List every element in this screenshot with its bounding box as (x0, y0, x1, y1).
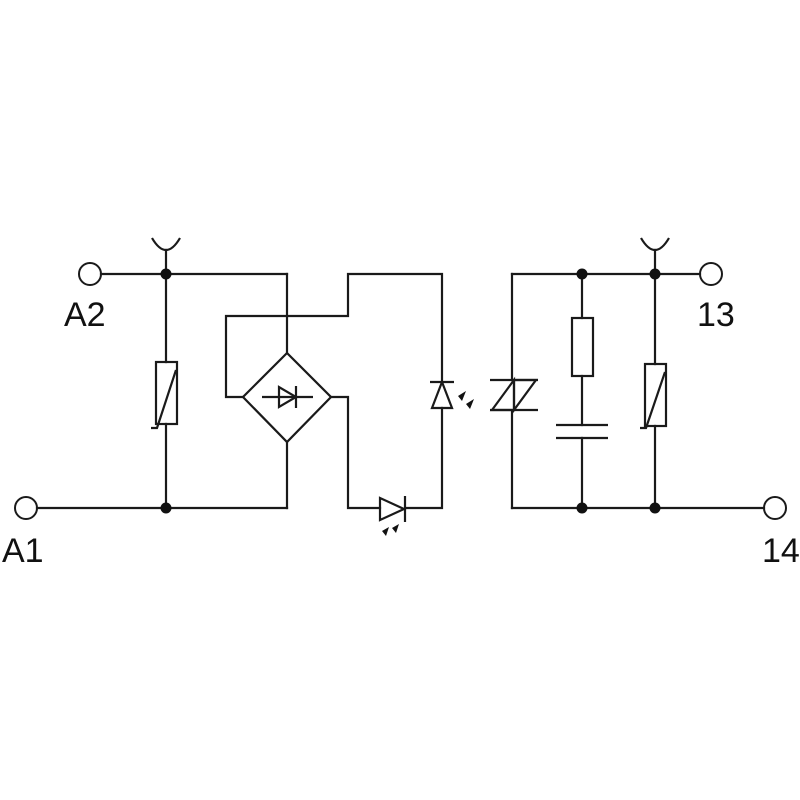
junction-dot (576, 268, 588, 280)
label-a2: A2 (64, 296, 106, 334)
varistor-output (640, 362, 668, 430)
junction-dot (160, 268, 172, 280)
terminal-14 (763, 496, 787, 520)
terminal-13 (699, 262, 723, 286)
terminal-a1 (14, 496, 38, 520)
snubber-resistor (570, 316, 595, 378)
triac (489, 376, 539, 414)
junction-dot (649, 502, 661, 514)
junction-dot (576, 502, 588, 514)
label-14: 14 (762, 532, 800, 570)
terminal-a2 (78, 262, 102, 286)
snubber-capacitor (556, 423, 608, 440)
optocoupler-led (430, 378, 474, 410)
indicator-led (378, 496, 407, 536)
junction-dot (649, 268, 661, 280)
label-13: 13 (697, 296, 735, 334)
input-wiring (35, 272, 444, 510)
bridge-rectifier (241, 351, 333, 444)
label-a1: A1 (2, 532, 44, 570)
junction-dot (160, 502, 172, 514)
varistor-input (151, 360, 179, 430)
output-wiring (510, 272, 766, 510)
